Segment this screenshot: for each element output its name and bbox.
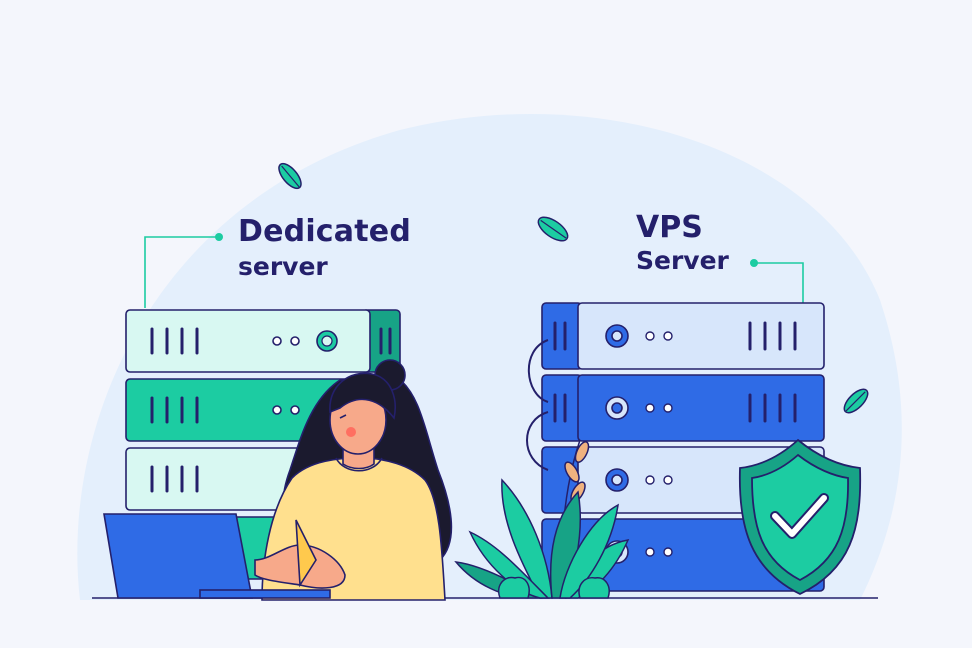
person-illustration xyxy=(103,359,453,601)
shield-check-icon xyxy=(738,438,862,596)
dedicated-power-button xyxy=(316,330,338,352)
vps-connector-dot xyxy=(750,259,758,267)
vps-cables xyxy=(526,339,549,471)
dedicated-subtitle: server xyxy=(238,252,328,281)
plant-icon xyxy=(454,439,630,599)
dedicated-leds xyxy=(272,336,300,415)
vps-connector xyxy=(754,262,804,303)
vps-leds xyxy=(645,331,673,557)
vps-unit xyxy=(577,302,825,370)
vps-title: VPS xyxy=(636,210,703,245)
dedicated-unit xyxy=(125,309,371,373)
dedicated-vents xyxy=(150,327,392,493)
vps-subtitle: Server xyxy=(636,246,729,275)
leaf-icon xyxy=(278,162,302,190)
dedicated-title: Dedicated xyxy=(238,214,411,249)
vps-unit xyxy=(577,374,825,442)
dedicated-connector-dot xyxy=(215,233,223,241)
leaf-icon xyxy=(537,216,569,242)
dedicated-connector xyxy=(144,236,218,308)
vps-power-buttons xyxy=(605,324,629,564)
leaf-icon xyxy=(843,388,869,414)
